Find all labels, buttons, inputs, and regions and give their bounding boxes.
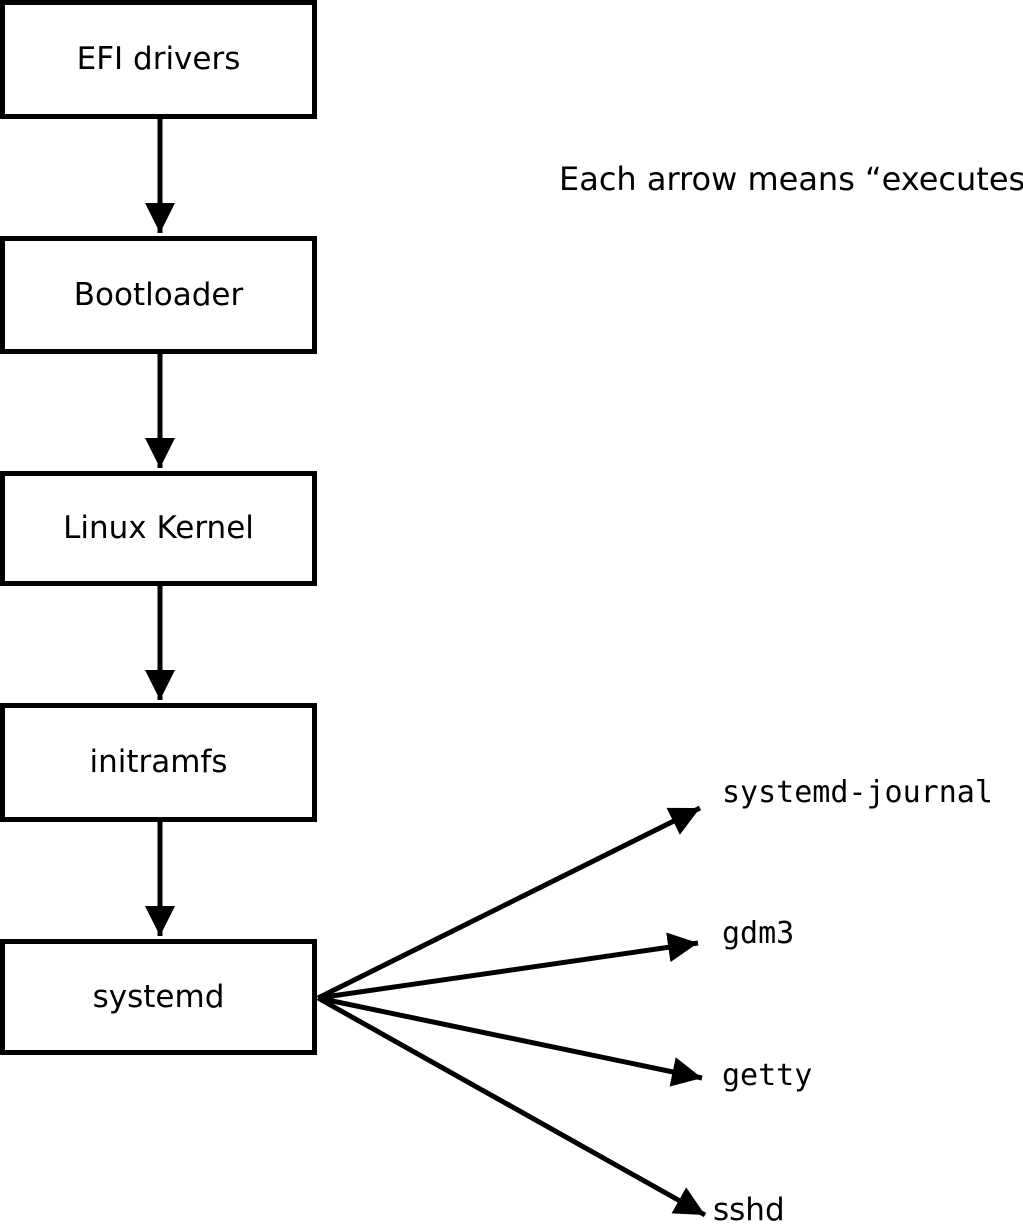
- arrow-systemd-to-gdm3: [317, 932, 699, 1001]
- box-bootloader: Bootloader: [0, 236, 317, 354]
- arrow-systemd-to-getty: [317, 995, 703, 1087]
- box-systemd-label: systemd: [92, 978, 225, 1015]
- box-bootloader-label: Bootloader: [73, 276, 244, 313]
- box-linux-kernel: Linux Kernel: [0, 471, 317, 586]
- target-label-systemd-journal: systemd-journal: [722, 775, 993, 810]
- box-systemd: systemd: [0, 939, 317, 1055]
- target-label-getty: getty: [722, 1058, 813, 1093]
- box-efi-drivers: EFI drivers: [0, 0, 317, 119]
- target-label-gdm3: gdm3: [722, 916, 795, 951]
- arrow-systemd-to-journal: [316, 805, 702, 1001]
- arrow-systemd-to-sshd: [316, 995, 707, 1218]
- box-initramfs: initramfs: [0, 703, 317, 822]
- target-label-sshd: sshd: [713, 1192, 785, 1228]
- caption-arrow-meaning: Each arrow means “executes”.: [559, 160, 1023, 198]
- box-linux-kernel-label: Linux Kernel: [63, 510, 254, 546]
- box-efi-drivers-label: EFI drivers: [76, 41, 241, 77]
- box-initramfs-label: initramfs: [89, 744, 228, 780]
